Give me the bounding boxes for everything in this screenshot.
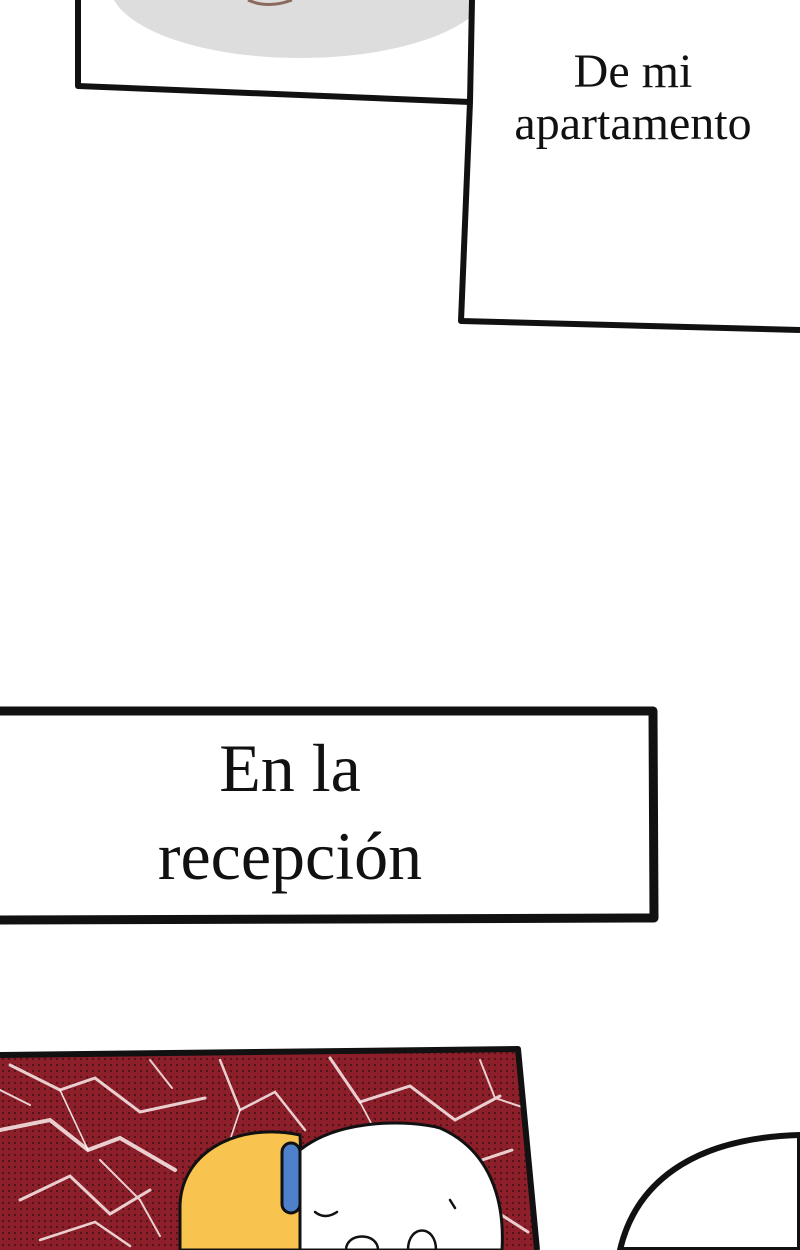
speech-bubble	[617, 1132, 800, 1250]
caption-apartment-text: De mi apartamento	[514, 45, 752, 150]
character-cheek-mark	[448, 1198, 457, 1210]
character	[178, 1121, 504, 1250]
caption-reception-text: En la recepción	[157, 730, 423, 895]
top-left-panel-border	[75, 0, 471, 105]
character-headband	[280, 1141, 302, 1215]
character-head	[298, 1121, 504, 1250]
character-hair	[178, 1130, 307, 1250]
top-left-panel	[75, 0, 472, 105]
character-eye-closed	[313, 1210, 339, 1218]
plate-rim-detail	[247, 0, 293, 6]
plate	[110, 0, 472, 58]
red-panel-border	[0, 1046, 540, 1250]
caption-box-reception-border	[0, 706, 659, 925]
caption-box-apartment-border	[458, 0, 800, 333]
character-right-mouth-bubble	[406, 1229, 438, 1250]
character-left-mouth-bubble	[344, 1235, 380, 1250]
red-panel	[0, 1046, 540, 1250]
